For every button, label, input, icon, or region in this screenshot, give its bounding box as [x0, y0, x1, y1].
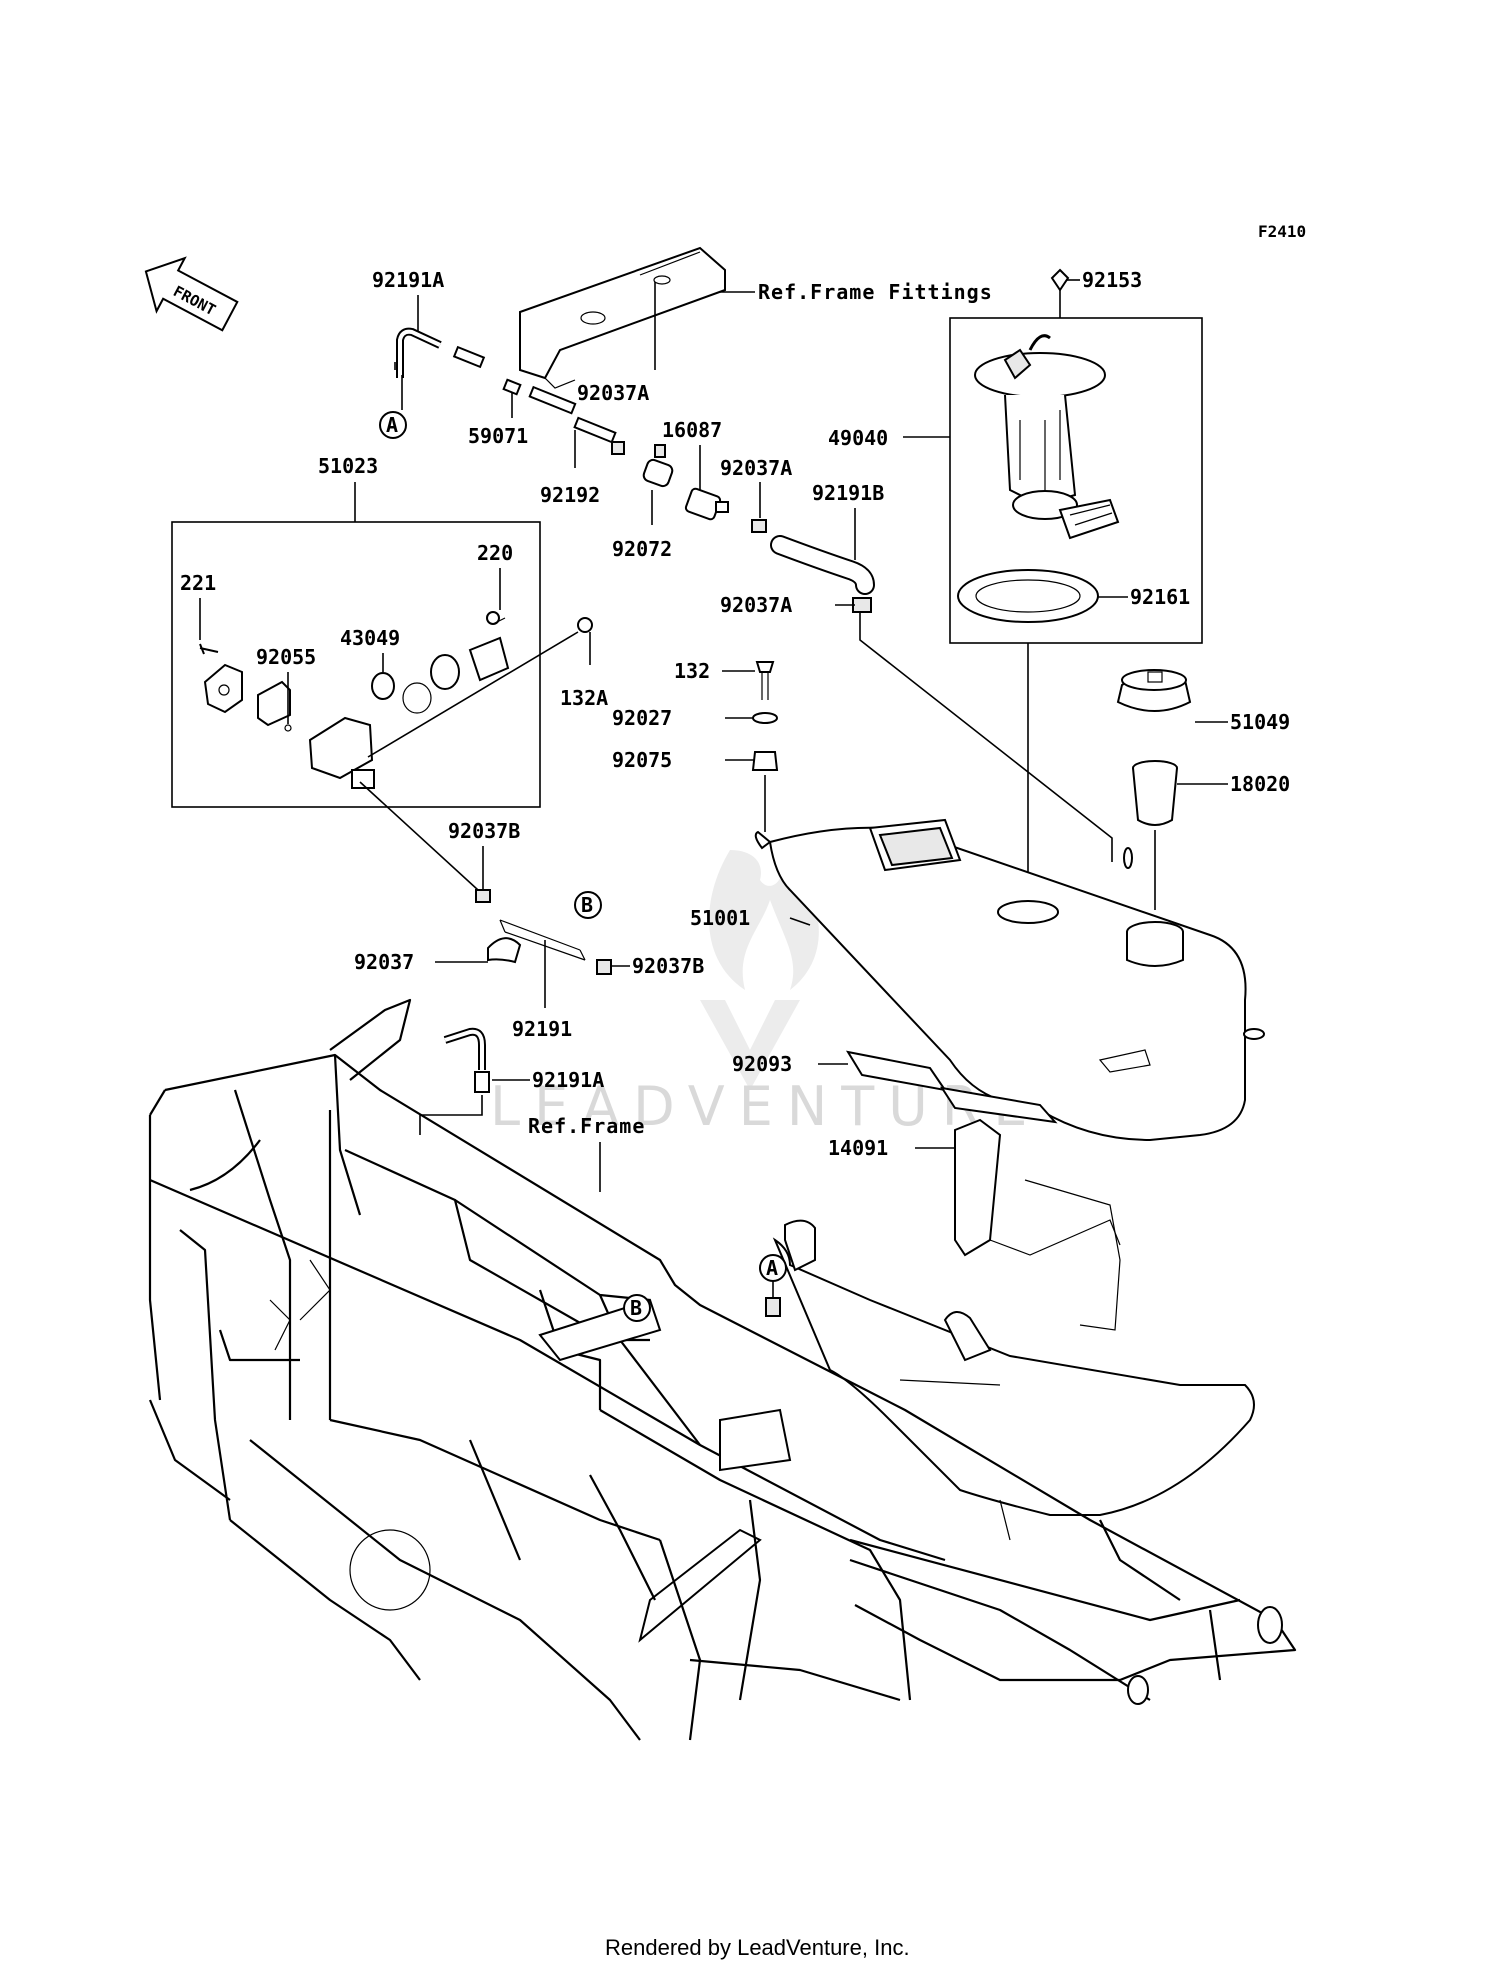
label-92037B-2: 92037B [632, 954, 704, 978]
label-51049: 51049 [1230, 710, 1290, 734]
marker-a-lower-text: A [766, 1256, 778, 1280]
label-92037A-3: 92037A [720, 593, 792, 617]
label-92027: 92027 [612, 706, 672, 730]
label-92055: 92055 [256, 645, 316, 669]
label-14091: 14091 [828, 1136, 888, 1160]
watermark-v-icon [700, 1000, 800, 1090]
label-43049: 43049 [340, 626, 400, 650]
hose-assembly-upper [394, 327, 625, 455]
marker-a-upper [379, 411, 407, 439]
fuel-filter-16087 [642, 444, 767, 533]
figure-code: F2410 [1258, 222, 1306, 241]
label-132: 132 [674, 659, 710, 683]
marker-b-upper-text: B [581, 893, 593, 917]
label-92153: 92153 [1082, 268, 1142, 292]
label-92161: 92161 [1130, 585, 1190, 609]
marker-b-lower [623, 1294, 651, 1322]
label-16087: 16087 [662, 418, 722, 442]
label-132A: 132A [560, 686, 608, 710]
label-49040: 49040 [828, 426, 888, 450]
label-92037A-1: 92037A [577, 381, 649, 405]
label-92075: 92075 [612, 748, 672, 772]
fuel-tank-51001 [754, 818, 1265, 1142]
fuel-cap-51049 [1116, 669, 1192, 712]
front-arrow-icon [144, 256, 239, 332]
label-92037: 92037 [354, 950, 414, 974]
label-51023: 51023 [318, 454, 378, 478]
label-92072: 92072 [612, 537, 672, 561]
label-220: 220 [477, 541, 513, 565]
ref-frame-fittings: Ref.Frame Fittings [758, 280, 993, 304]
label-92192: 92192 [540, 483, 600, 507]
filler-neck-18020 [1132, 760, 1178, 826]
label-92191A-top: 92191A [372, 268, 444, 292]
label-221: 221 [180, 571, 216, 595]
label-51001: 51001 [690, 906, 750, 930]
fuel-pump-49040 [957, 334, 1120, 623]
footer-credit: Rendered by LeadVenture, Inc. [605, 1935, 910, 1960]
label-59071: 59071 [468, 424, 528, 448]
label-92191B: 92191B [812, 481, 884, 505]
tank-tray-14091 [772, 1118, 1255, 1516]
pad-92093 [845, 1050, 1058, 1124]
label-92191: 92191 [512, 1017, 572, 1041]
vehicle-frame [148, 998, 1297, 1741]
marker-b-upper [574, 891, 602, 919]
label-92093: 92093 [732, 1052, 792, 1076]
bracket-frame-fittings [519, 246, 726, 389]
fuel-pump-parts [199, 611, 593, 789]
label-92037A-2: 92037A [720, 456, 792, 480]
ref-frame: Ref.Frame [528, 1114, 645, 1138]
label-92037B-1: 92037B [448, 819, 520, 843]
front-arrow: FRONT [144, 256, 239, 332]
hose-92191 [487, 919, 612, 975]
fuel-pump-kit-box [171, 521, 541, 808]
label-18020: 18020 [1230, 772, 1290, 796]
marker-a-upper-text: A [386, 413, 398, 437]
marker-b-lower-text: B [630, 1296, 642, 1320]
fuel-pump-assembly-box [949, 317, 1203, 644]
label-92191A-low: 92191A [532, 1068, 604, 1092]
